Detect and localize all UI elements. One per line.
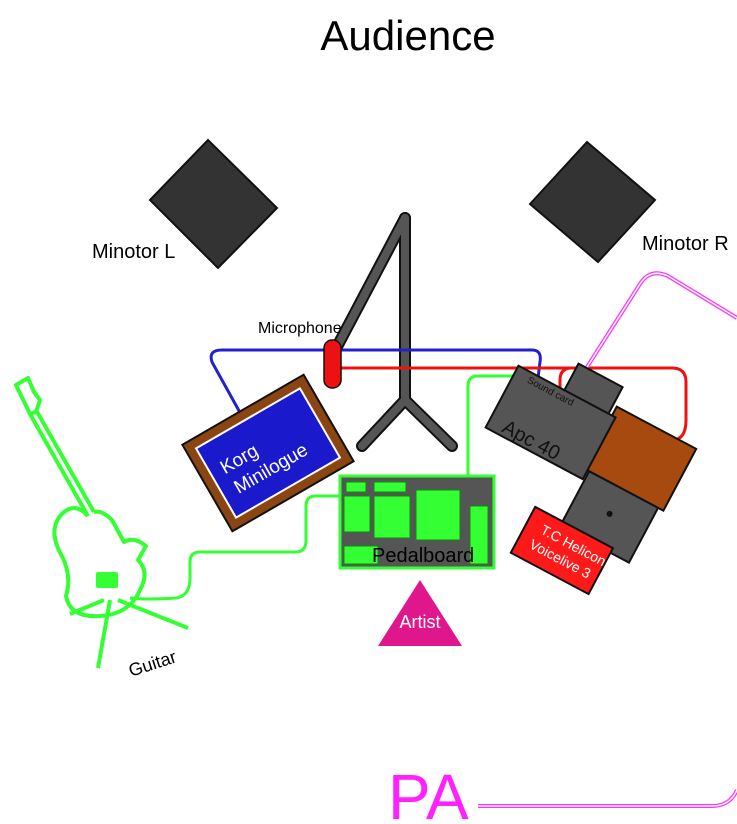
microphone-stand <box>324 212 458 452</box>
artist-marker <box>378 580 462 646</box>
pedalboard-label: Pedalboard <box>372 545 474 567</box>
cable-blue <box>209 348 542 419</box>
pedalboard <box>338 474 496 570</box>
cable-red <box>340 366 688 540</box>
cable-green <box>129 374 534 601</box>
audience-title: Audience <box>320 12 495 59</box>
monitor-left-label: Minotor L <box>92 241 175 263</box>
artist-label: Artist <box>399 612 440 632</box>
monitor-left <box>148 138 279 270</box>
apc40-rig <box>484 362 698 564</box>
microphone-label: Microphone <box>258 320 342 337</box>
guitar <box>14 376 189 669</box>
monitor-right <box>528 140 657 264</box>
pa-label: PA <box>388 761 469 819</box>
microphone <box>323 339 342 389</box>
keyboard-korg-minilogue: Korg Minilogue <box>181 373 355 533</box>
guitar-label: Guitar <box>126 647 179 681</box>
monitor-right-label: Minotor R <box>642 233 729 255</box>
